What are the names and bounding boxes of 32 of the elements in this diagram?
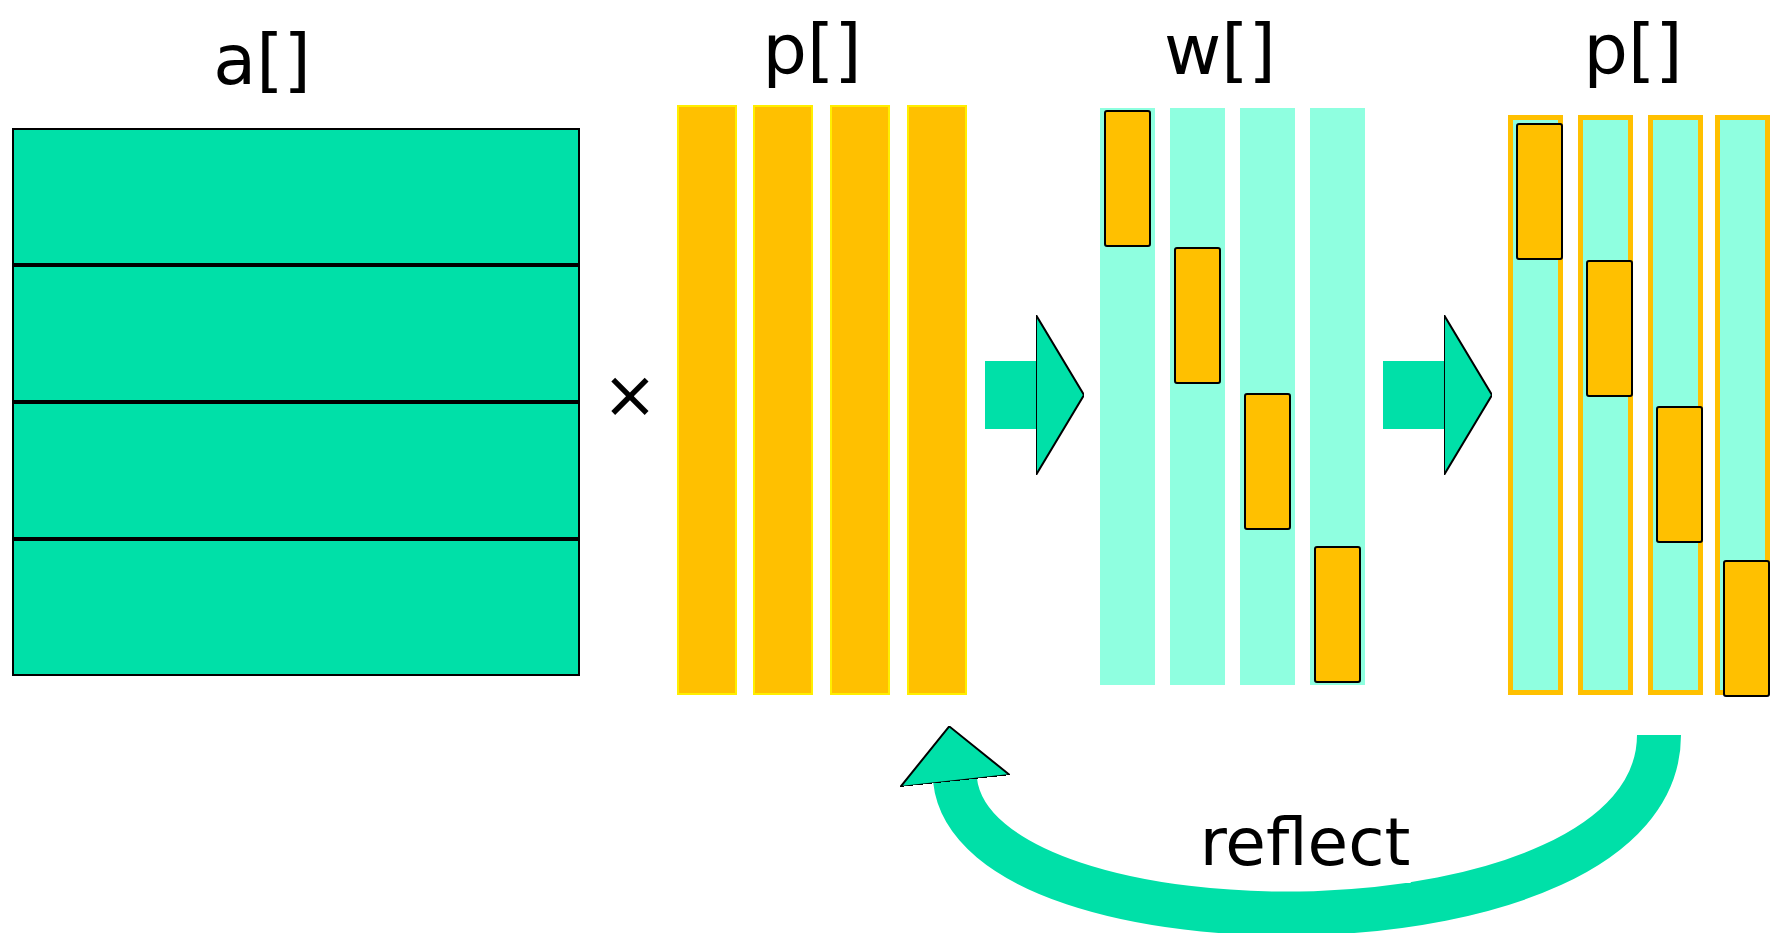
- arrow: [903, 729, 1681, 933]
- matrix-column-bar: [907, 105, 967, 695]
- matrix-column-bar: [677, 105, 737, 695]
- matrix-label: a[]: [213, 20, 311, 100]
- arrow: [985, 314, 1085, 476]
- matrix-column-bar: [1310, 108, 1365, 685]
- matrix-column-bar: [1100, 108, 1155, 685]
- matrix-row-bar: [12, 402, 580, 539]
- matrix-column-bar: [1508, 115, 1563, 695]
- matrix-row-bar: [12, 539, 580, 676]
- matrix-column-bar: [830, 105, 890, 695]
- block: [1656, 406, 1703, 543]
- matrix-column-bar: [1240, 108, 1295, 685]
- matrix-column-bar: [753, 105, 813, 695]
- block: [1723, 560, 1770, 697]
- matrix-row-bar: [12, 128, 580, 265]
- matrix-label: p[]: [762, 10, 862, 90]
- matrix-column-bar: [1578, 115, 1633, 695]
- block: [1586, 260, 1633, 397]
- block: [1516, 123, 1563, 260]
- block: [1104, 110, 1151, 247]
- matrix-column-bar: [1715, 115, 1770, 695]
- block: [1174, 247, 1221, 384]
- matrix-label: w[]: [1164, 10, 1276, 90]
- block: [1244, 393, 1291, 530]
- block: [1314, 546, 1361, 683]
- matrix-row-bar: [12, 265, 580, 402]
- matrix-column-bar: [1170, 108, 1225, 685]
- matrix-label: p[]: [1583, 10, 1683, 90]
- multiply-sign: ×: [602, 355, 658, 435]
- matrix-column-bar: [1648, 115, 1703, 695]
- arrow: [1383, 314, 1493, 476]
